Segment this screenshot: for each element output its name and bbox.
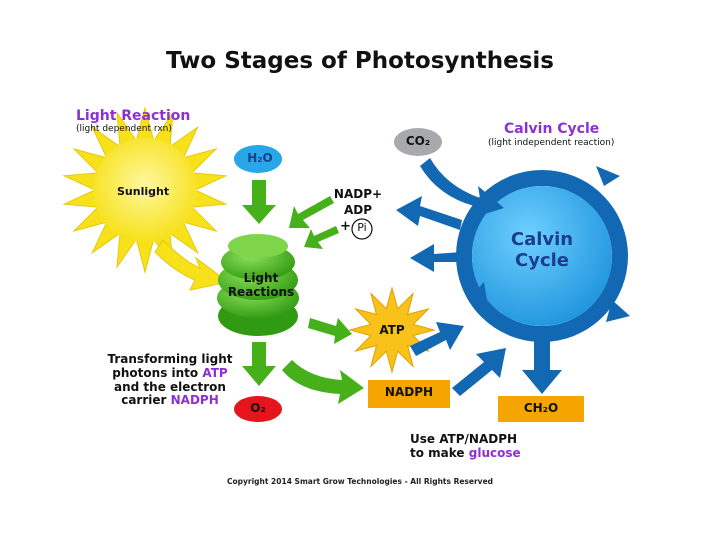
transforming-text: Transforming light photons into ATP and … (100, 353, 240, 408)
transforming-line3: and the electron (100, 381, 240, 395)
cycle-out-arrow-2 (410, 244, 462, 272)
co2-label: CO₂ (398, 135, 438, 149)
calvin-cycle-subheading: (light independent reaction) (488, 138, 614, 148)
light-reactions-line2: Reactions (224, 286, 298, 300)
atp-label: ATP (370, 324, 414, 338)
ch2o-label: CH₂O (498, 402, 584, 416)
light-reactions-line1: Light (224, 272, 298, 286)
transforming-nadph: NADPH (171, 393, 219, 407)
transforming-line2a: photons into (112, 366, 202, 380)
calvin-cycle-heading: Calvin Cycle (504, 121, 599, 137)
atp-arrow (308, 318, 352, 344)
use-glucose: glucose (469, 446, 521, 460)
use-text: Use ATP/NADPH to make glucose (410, 433, 521, 461)
use-line2a: to make (410, 446, 469, 460)
use-line1: Use ATP/NADPH (410, 433, 521, 447)
cycle-out-arrow-1 (396, 196, 462, 230)
nadph-label: NADPH (368, 386, 450, 400)
nadph-arrow (282, 360, 364, 404)
calvin-cycle-line2: Cycle (492, 251, 592, 272)
light-reaction-heading: Light Reaction (76, 108, 190, 124)
h2o-arrow (242, 180, 276, 224)
pi-label: Pi (352, 222, 372, 235)
transforming-atp: ATP (202, 366, 227, 380)
calvin-cycle-line1: Calvin (492, 230, 592, 251)
ch2o-arrow (522, 336, 562, 394)
transforming-line1: Transforming light (100, 353, 240, 367)
adp-label: ADP (328, 204, 388, 218)
adp-arrow (304, 226, 339, 249)
light-reaction-subheading: (light dependent rxn) (76, 124, 172, 134)
light-reactions-label: Light Reactions (224, 272, 298, 300)
sunlight-label: Sunlight (117, 186, 169, 199)
copyright-text: Copyright 2014 Smart Grow Technologies -… (0, 477, 720, 486)
plus-label: + (340, 220, 351, 235)
o2-label: O₂ (238, 402, 278, 416)
nadph-to-cycle-arrow (452, 348, 506, 396)
o2-arrow (242, 342, 276, 386)
calvin-cycle-label: Calvin Cycle (492, 230, 592, 271)
h2o-label: H₂O (240, 152, 280, 166)
transforming-line4a: carrier (121, 393, 170, 407)
nadp-plus-label: NADP+ (328, 188, 388, 202)
